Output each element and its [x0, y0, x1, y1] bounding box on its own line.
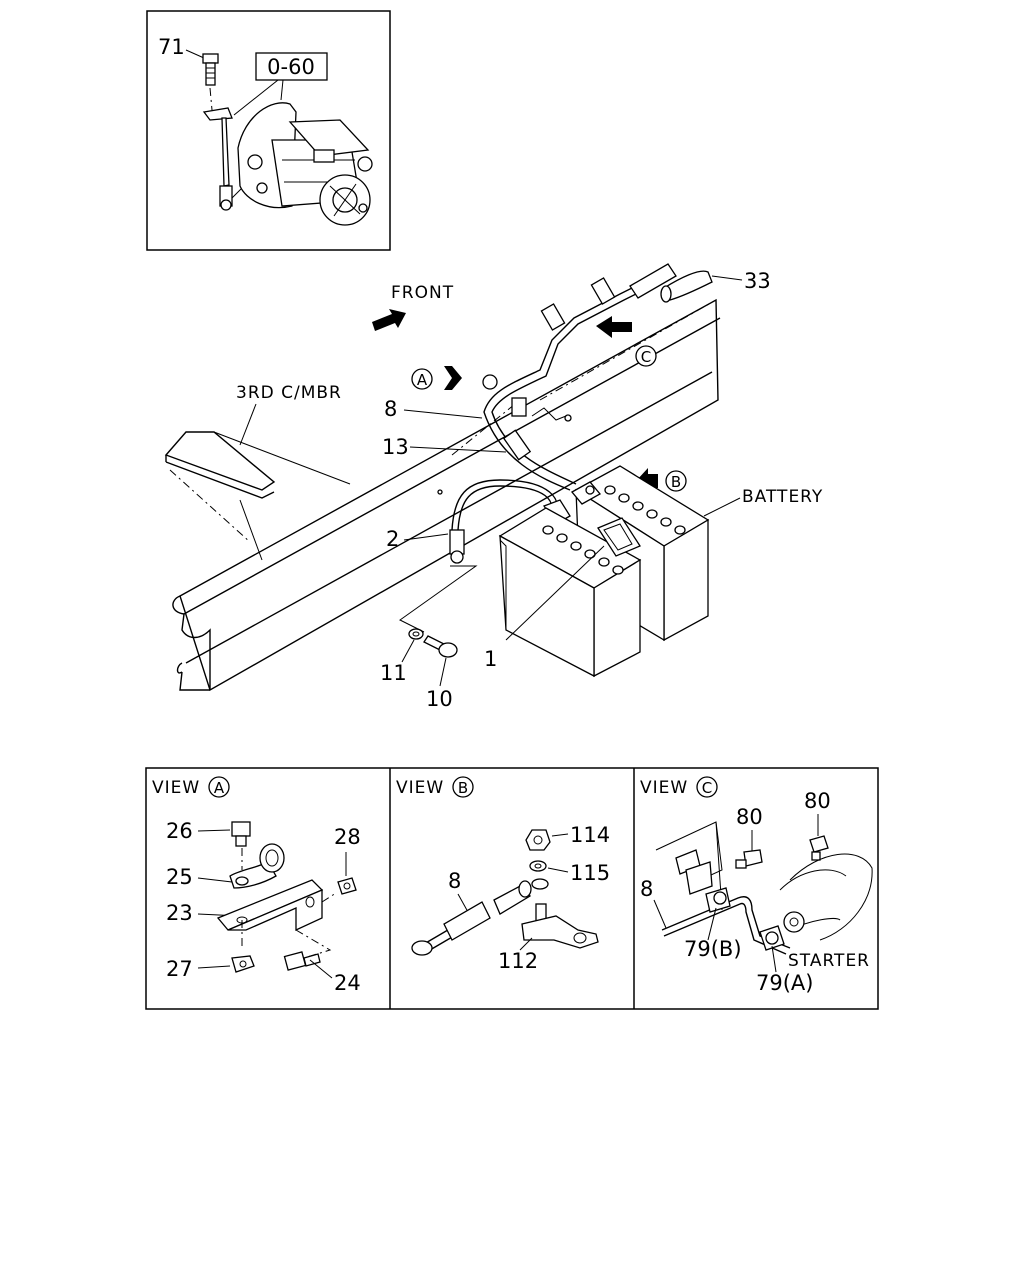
callout-2: 2 [386, 527, 399, 551]
view-b-title-marker [452, 776, 474, 798]
callout-80-right: 80 [804, 789, 831, 813]
callout-27: 27 [166, 957, 193, 981]
callout-114: 114 [570, 823, 610, 847]
starter-inset: 71 0-60 [146, 10, 391, 251]
positive-cable-8 [482, 263, 677, 491]
view-a-title-marker-text: A [214, 779, 225, 797]
nut-114-icon [525, 829, 551, 851]
bolt-80-right-icon [809, 835, 829, 861]
callout-79b: 79(B) [684, 937, 742, 961]
callout-71: 71 [158, 35, 185, 59]
front-label: FRONT [391, 283, 454, 303]
callout-1: 1 [484, 647, 497, 671]
ref-box-text: 0-60 [267, 55, 315, 79]
callout-112: 112 [498, 949, 538, 973]
washer-11-icon [408, 628, 424, 640]
view-c-title-marker-text: C [702, 779, 712, 797]
callout-8: 8 [384, 397, 397, 421]
view-a-arrow-icon [444, 366, 462, 390]
battery-link-1-icon [597, 517, 641, 557]
cable-8-view-c [661, 887, 791, 955]
view-b-marker-text: B [671, 473, 681, 491]
view-c-title-marker [696, 776, 718, 798]
bolt-26-icon [231, 821, 251, 847]
terminal-boot-33-icon [660, 270, 713, 303]
callout-8-view-c: 8 [640, 877, 653, 901]
view-c-panel: VIEW C 80 80 [640, 776, 873, 995]
crossmember-label: 3RD C/MBR [236, 383, 342, 403]
washer-115-icon [529, 860, 547, 872]
callout-79a: 79(A) [756, 971, 813, 995]
battery-pack [498, 465, 710, 678]
callout-13: 13 [382, 435, 409, 459]
view-a-title-marker [208, 776, 230, 798]
callout-11: 11 [380, 661, 407, 685]
view-c-marker [635, 345, 657, 367]
callout-28: 28 [334, 825, 361, 849]
view-a-title: VIEW [152, 778, 200, 798]
nut-28-icon [337, 877, 357, 895]
view-panels: VIEW A 26 25 23 [145, 767, 879, 1010]
front-arrow-icon [372, 309, 406, 331]
view-b-title: VIEW [396, 778, 444, 798]
main-assembly: FRONT 3RD C/MBR A [164, 263, 823, 711]
view-c-marker-text: C [641, 348, 651, 366]
terminal-clamp-112-icon [521, 903, 599, 949]
starter-motor-icon [237, 102, 373, 226]
callout-115: 115 [570, 861, 610, 885]
callout-25: 25 [166, 865, 193, 889]
ref-box-0-60 [255, 52, 328, 81]
washer-icon [531, 878, 549, 890]
bolt-80-left-icon [735, 849, 763, 869]
view-a-marker [411, 368, 433, 390]
clip-bracket-a-icon [511, 397, 572, 422]
callout-23: 23 [166, 901, 193, 925]
nut-27-icon [231, 955, 255, 973]
view-b-panel: VIEW B 114 115 8 [396, 776, 610, 973]
callout-33: 33 [744, 269, 771, 293]
view-a-marker-text: A [417, 371, 428, 389]
starter-label: STARTER [788, 951, 870, 971]
bolt-10-icon [423, 635, 458, 658]
bracket-23-icon [216, 879, 324, 932]
callout-10: 10 [426, 687, 453, 711]
bolt-71-icon [202, 53, 219, 86]
battery-label: BATTERY [742, 487, 823, 507]
view-b-title-marker-text: B [458, 779, 468, 797]
frame-crossmember [164, 298, 721, 692]
cable-8-end-icon [411, 880, 532, 956]
ground-strap-inset-icon [202, 107, 233, 211]
view-b-marker [665, 470, 687, 492]
cable-clip-25-icon [229, 843, 285, 889]
view-c-title: VIEW [640, 778, 688, 798]
callout-8-view-b: 8 [448, 869, 461, 893]
callout-24: 24 [334, 971, 361, 995]
view-c-arrow-icon [596, 316, 632, 338]
callout-80-left: 80 [736, 805, 763, 829]
callout-26: 26 [166, 819, 193, 843]
starter-body-icon [655, 821, 873, 941]
bolt-24-icon [283, 951, 321, 971]
view-a-panel: VIEW A 26 25 23 [152, 776, 361, 995]
